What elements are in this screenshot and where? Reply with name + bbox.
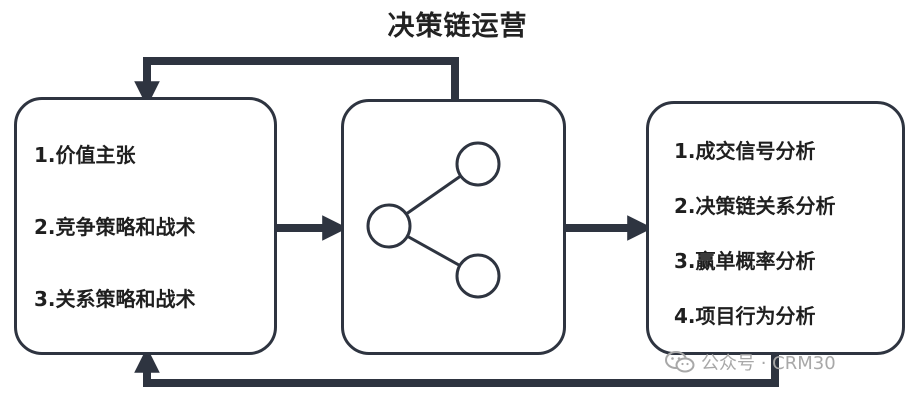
share-hub-box — [341, 99, 566, 355]
watermark-text: 公众号 · CRM30 — [701, 353, 836, 374]
analysis-item: 4.项目行为分析 — [674, 304, 816, 328]
analysis-item: 1.成交信号分析 — [674, 139, 816, 163]
strategy-item: 2.竞争策略和战术 — [34, 215, 196, 239]
analysis-box: 1.成交信号分析 2.决策链关系分析 3.赢单概率分析 4.项目行为分析 — [646, 101, 905, 355]
strategy-item: 3.关系策略和战术 — [34, 287, 196, 311]
analysis-item: 2.决策链关系分析 — [674, 194, 836, 218]
watermark: 公众号 · CRM30 — [665, 349, 836, 375]
strategy-box: 1.价值主张 2.竞争策略和战术 3.关系策略和战术 — [14, 97, 277, 355]
share-icon — [366, 141, 501, 299]
bottom-feedback-arrow — [134, 347, 779, 387]
strategy-item: 1.价值主张 — [34, 143, 136, 167]
wechat-icon — [665, 351, 695, 373]
diagram-title: 决策链运营 — [387, 11, 528, 42]
analysis-item: 3.赢单概率分析 — [674, 249, 816, 273]
top-feedback-arrow — [134, 57, 459, 107]
